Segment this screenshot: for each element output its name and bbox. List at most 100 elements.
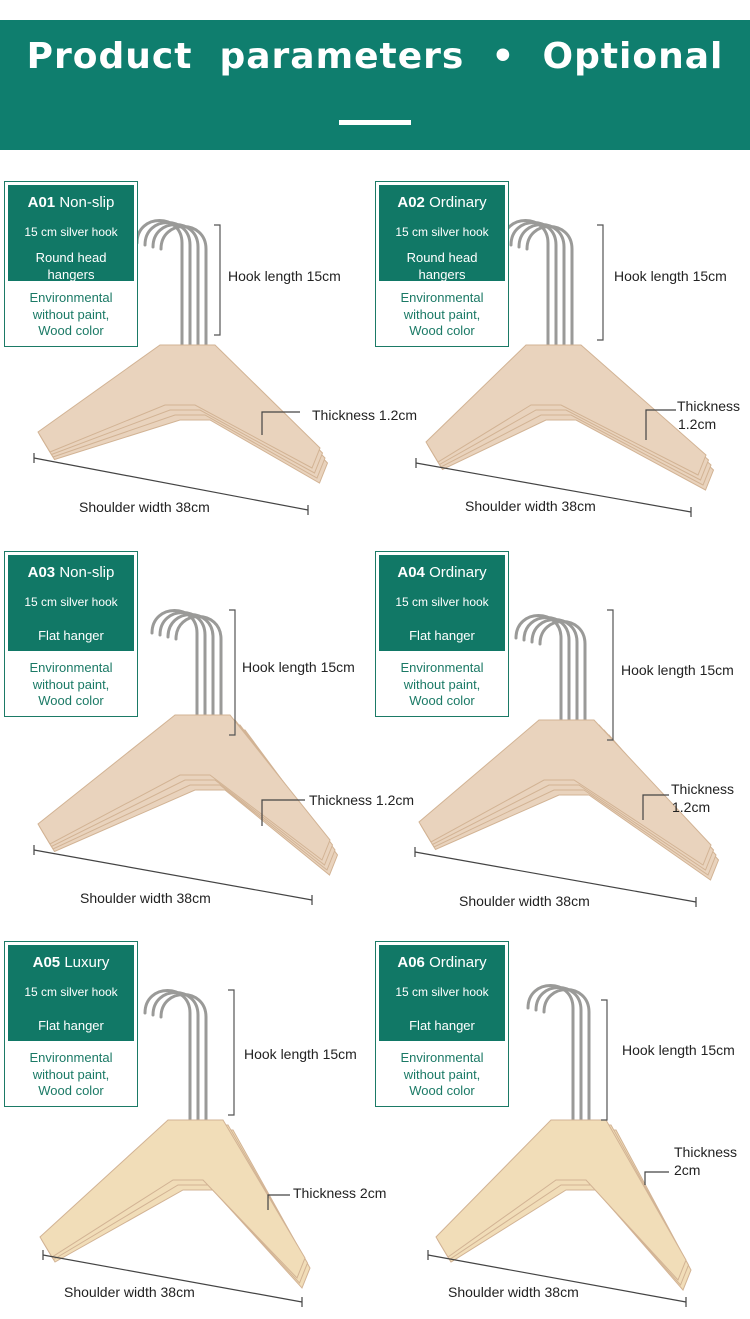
hook-length-label: Hook length 15cm [621,662,734,678]
card-header: A04 Ordinary 15 cm silver hook Flat hang… [379,555,505,651]
hook-length-bracket [607,609,614,741]
thickness-label: Thickness [671,781,735,797]
hook-icon [509,221,558,351]
product-panel-a01: A01 Non-slip 15 cm silver hook Round hea… [0,150,417,540]
hanger-illustration [415,219,715,517]
hook-icon [526,984,575,1126]
thickness-leader [644,1171,669,1185]
hook-length-label: Hook length 15cm [622,1042,735,1058]
shoulder-width-line [33,457,309,511]
hook-icon [143,989,192,1126]
hook-length-label: Hook length 15cm [242,659,355,675]
hook-icon [514,614,563,726]
thickness-label: Thickness [674,1144,738,1160]
hook-icon [174,615,223,721]
hook-icon [530,618,579,726]
hanger-type: Flat hanger [38,628,104,643]
hanger-body-icon [37,714,331,861]
thickness-value-label: 2cm [674,1162,701,1178]
product-panel-a04: A04 Ordinary 15 cm silver hook Flat hang… [371,520,746,910]
product-panel-a03: A03 Non-slip 15 cm silver hook Flat hang… [0,520,414,910]
hook-icon [538,620,587,726]
product-card: A01 Non-slip 15 cm silver hook Round hea… [4,181,138,347]
shoulder-width-label: Shoulder width 38cm [79,499,210,515]
shoulder-width-label: Shoulder width 38cm [64,1284,195,1300]
hook-icon [517,223,566,351]
hook-icon [151,991,200,1126]
thickness-leader [645,409,676,440]
shoulder-width-line [33,849,313,901]
product-card: A04 Ordinary 15 cm silver hook Flat hang… [375,551,509,717]
product-panel-a05: A05 Luxury 15 cm silver hook Flat hanger… [0,910,386,1307]
thickness-label: Thickness 1.2cm [309,792,415,808]
thickness-leader [267,1194,290,1210]
card-header: A06 Ordinary 15 cm silver hook Flat hang… [379,945,505,1041]
hook-length-label: Hook length 15cm [614,268,727,284]
card-header: A01 Non-slip 15 cm silver hook Round hea… [8,185,134,282]
hook-icon [501,219,550,351]
hook-icon [166,613,215,721]
hook-icon [542,988,591,1126]
hanger-type: Round head hangers [406,250,478,282]
hook-spec: 15 cm silver hook [395,985,489,999]
hanger-illustration [33,609,339,905]
shoulder-width-line [414,851,697,903]
hook-icon [151,223,200,351]
hook-icon [135,219,184,351]
shoulder-width-label: Shoulder width 38cm [448,1284,579,1300]
hook-length-bracket [597,224,604,341]
thickness-leader [642,794,669,820]
hook-spec: 15 cm silver hook [24,985,118,999]
shoulder-width-label: Shoulder width 38cm [465,498,596,514]
thickness-label: Thickness 2cm [293,1185,387,1201]
shoulder-width-line [427,1254,687,1303]
product-code: A02 Ordinary [397,194,487,211]
product-card: A06 Ordinary 15 cm silver hook Flat hang… [375,941,509,1107]
card-header: A02 Ordinary 15 cm silver hook Round hea… [379,185,505,282]
product-code: A01 Non-slip [27,194,115,211]
thickness-label: Thickness 1.2cm [312,407,418,423]
hook-icon [158,611,207,721]
card-header: A05 Luxury 15 cm silver hook Flat hanger [8,945,134,1041]
shoulder-width-line [415,462,692,513]
hook-spec: 15 cm silver hook [395,225,489,239]
product-code: A03 Non-slip [27,564,115,581]
hanger-illustration [39,989,311,1307]
header-banner [0,20,750,150]
hook-icon [143,221,192,351]
product-panel-a06: A06 Ordinary 15 cm silver hook Flat hang… [371,910,746,1307]
hook-length-label: Hook length 15cm [228,268,341,284]
hook-icon [159,225,208,351]
hook-length-bracket [601,999,608,1121]
card-header: A03 Non-slip 15 cm silver hook Flat hang… [8,555,134,651]
product-card: A02 Ordinary 15 cm silver hook Round hea… [375,181,509,347]
page-title: Product parameters • Optional [26,36,724,77]
thickness-leader [261,411,300,435]
hook-spec: 15 cm silver hook [395,595,489,609]
hanger-type: Flat hanger [38,1018,104,1033]
hook-icon [522,616,571,726]
thickness-value-label: 1.2cm [672,799,711,815]
product-code: A04 Ordinary [397,564,487,581]
product-code: A05 Luxury [32,954,110,971]
title-underline [339,120,411,125]
hanger-body-icon [37,344,321,469]
hanger-body-icon [435,1119,687,1281]
hanger-body-icon [39,1119,306,1279]
hook-length-bracket [214,224,221,336]
hanger-illustration [414,609,720,907]
thickness-value-label: 1.2cm [678,416,717,432]
hook-length-bracket [229,609,236,736]
hanger-type: Round head hangers [35,250,107,282]
hanger-body-icon [425,344,707,476]
hook-icon [159,993,208,1126]
hook-length-label: Hook length 15cm [244,1046,357,1062]
thickness-leader [261,799,305,826]
shoulder-width-label: Shoulder width 38cm [80,890,211,906]
hook-spec: 15 cm silver hook [24,595,118,609]
